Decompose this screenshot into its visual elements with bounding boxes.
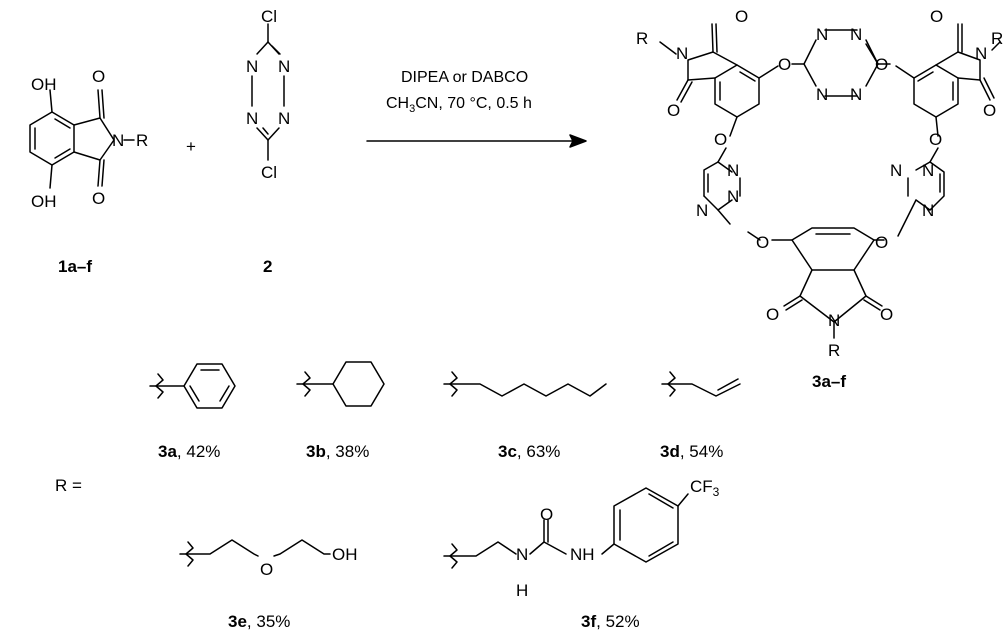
substituent-3d-caption: 3d, 54% — [660, 442, 723, 461]
product-label: 3a–f — [812, 372, 846, 391]
substituent-3f-n: N — [516, 545, 528, 564]
reactant-1-oh-bottom: OH — [31, 192, 57, 211]
reactant-2-n2: N — [278, 57, 290, 76]
substituent-3e-structure — [179, 539, 331, 567]
product-n-t4: N — [850, 85, 862, 104]
product-n-r2: N — [922, 161, 934, 180]
reactant-1-r: R — [136, 131, 148, 150]
product-n-l2: N — [727, 187, 739, 206]
product-r-bottom: R — [828, 341, 840, 360]
product-n-r1: N — [890, 161, 902, 180]
reactant-2-n3: N — [246, 109, 258, 128]
substituent-3a-structure — [149, 363, 236, 409]
substituent-3f-caption: 3f, 52% — [581, 612, 640, 631]
reactant-1-o-top: O — [92, 67, 105, 86]
substituent-3e-oh: OH — [332, 545, 358, 564]
conditions-line-2: CH3CN, 70 °C, 0.5 h — [386, 95, 532, 115]
reactant-1-o-bottom: O — [92, 189, 105, 208]
product-o-12: O — [880, 305, 893, 324]
product-n-t2: N — [850, 25, 862, 44]
product-n-t3: N — [816, 85, 828, 104]
reactant-2-structure: Cl Cl N N N N — [246, 7, 290, 182]
reactant-2-cl-bottom: Cl — [261, 163, 277, 182]
product-o-6: O — [983, 101, 996, 120]
plus-sign: + — [186, 137, 196, 156]
product-o-7: O — [714, 130, 727, 149]
product-o-11: O — [766, 305, 779, 324]
product-o-9: O — [756, 233, 769, 252]
product-o-4: O — [875, 55, 888, 74]
reactant-1-n: N — [112, 131, 124, 150]
reactant-1-oh-top: OH — [31, 75, 57, 94]
product-o-2: O — [930, 7, 943, 26]
reaction-arrow-head — [569, 134, 587, 148]
product-n-imide-bottom: N — [828, 311, 840, 330]
product-o-3: O — [778, 55, 791, 74]
product-n-l3: N — [696, 201, 708, 220]
substituent-3f-o: O — [540, 505, 553, 524]
reactant-1-label: 1a–f — [58, 257, 92, 276]
product-r-right: R — [991, 29, 1003, 48]
product-r-left: R — [636, 29, 648, 48]
product-o-5: O — [667, 101, 680, 120]
product-n-imide-left: N — [676, 44, 688, 63]
substituent-3e-caption: 3e, 35% — [228, 612, 290, 631]
r-equals-label: R = — [55, 476, 82, 495]
substituent-3a-caption: 3a, 42% — [158, 442, 220, 461]
substituent-3f-h: H — [516, 581, 528, 600]
conditions-line-1: DIPEA or DABCO — [401, 69, 528, 86]
product-n-t1: N — [816, 25, 828, 44]
substituent-3c-structure — [443, 371, 607, 397]
substituent-3e-o: O — [260, 560, 273, 579]
reactant-2-label: 2 — [263, 257, 272, 276]
substituent-3f-structure — [443, 487, 689, 569]
reactant-2-n1: N — [246, 57, 258, 76]
product-n-r3: N — [922, 201, 934, 220]
product-o-8: O — [929, 130, 942, 149]
substituent-3f-cf3: CF3 — [690, 477, 720, 499]
substituent-3f-nh: NH — [570, 545, 595, 564]
product-o-10: O — [875, 233, 888, 252]
reactant-2-cl-top: Cl — [261, 7, 277, 26]
product-n-imide-right: N — [975, 44, 987, 63]
substituent-3d-structure — [661, 371, 741, 397]
product-n-l1: N — [727, 161, 739, 180]
product-o-1: O — [735, 7, 748, 26]
substituent-3b-structure — [296, 361, 385, 407]
reactant-2-n4: N — [278, 109, 290, 128]
product-structure — [659, 23, 1001, 339]
reactant-1-structure: OH OH O O N R — [29, 67, 148, 211]
substituent-3b-caption: 3b, 38% — [306, 442, 369, 461]
substituent-3c-caption: 3c, 63% — [498, 442, 560, 461]
